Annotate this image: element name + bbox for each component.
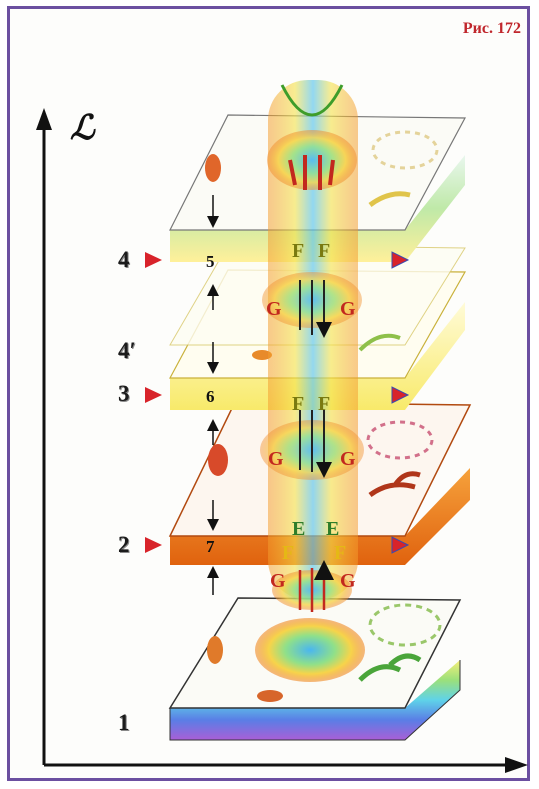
level-label-4: 4 [118, 247, 130, 272]
level-label-2: 2 [118, 532, 130, 557]
energy-beam [260, 80, 364, 612]
upper-g-right: G [340, 298, 356, 320]
zone-number-5: 5 [206, 252, 215, 271]
zone-number-6: 6 [206, 387, 215, 406]
zone-number-7: 7 [206, 537, 215, 556]
upper-g-left: G [266, 298, 282, 320]
level-label-1: 1 [118, 710, 130, 735]
low-g-right: G [340, 570, 356, 592]
low-e-left: E [292, 518, 306, 540]
axis-y [36, 108, 52, 765]
level-label-3: 3 [118, 381, 130, 406]
mid-f-right: F [318, 393, 331, 415]
figure-label: Рис. 172 [462, 20, 521, 37]
low-f-right: F [334, 542, 347, 564]
cell-slab-1 [168, 597, 462, 741]
top-f-right: F [318, 240, 331, 262]
top-f-left: F [292, 240, 305, 262]
level-label-4-prime: 4′ [118, 338, 136, 363]
mid-g-left: G [268, 448, 284, 470]
mid-g-right: G [340, 448, 356, 470]
axis-x [44, 757, 528, 773]
low-e-right: E [326, 518, 340, 540]
low-f-left: F [282, 542, 295, 564]
level-markers [145, 251, 410, 554]
low-g-left: G [270, 570, 286, 592]
mid-f-left: F [292, 393, 305, 415]
axis-symbol: ℒ [70, 108, 95, 148]
